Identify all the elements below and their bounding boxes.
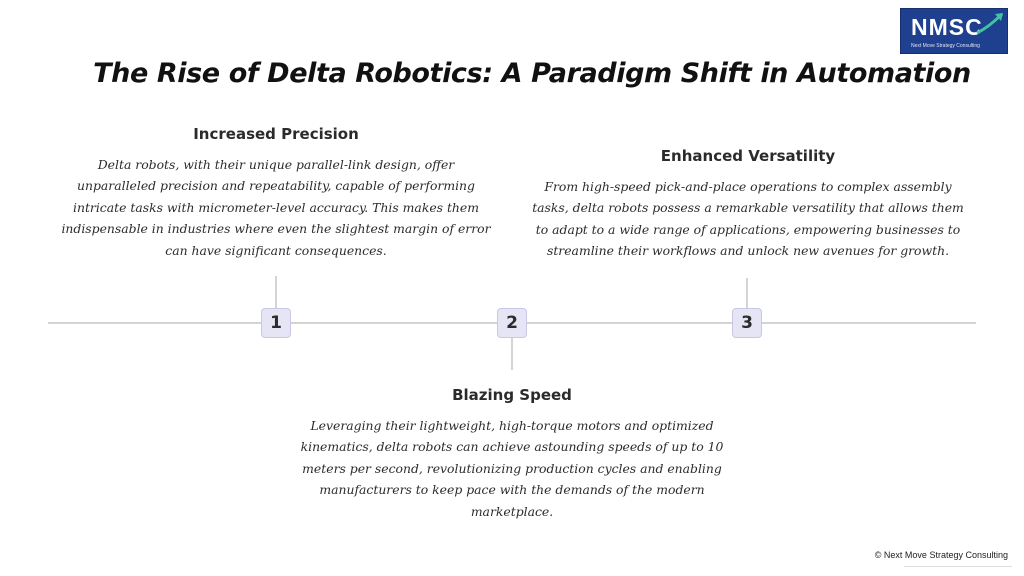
connector-3 (746, 278, 748, 308)
milestone-marker-3: 3 (732, 308, 762, 338)
milestone-heading-2: Blazing Speed (452, 386, 572, 404)
footer-rule (904, 566, 1012, 567)
footer-copyright: © Next Move Strategy Consulting (874, 550, 1008, 560)
swoosh-icon (976, 12, 1004, 35)
milestone-body-2: Leveraging their lightweight, high-torqu… (300, 418, 724, 519)
connector-1 (275, 276, 277, 308)
milestone-marker-1: 1 (261, 308, 291, 338)
nmsc-logo: NMSC Next Move Strategy Consulting (900, 8, 1008, 54)
milestone-marker-2: 2 (497, 308, 527, 338)
milestone-heading-3: Enhanced Versatility (660, 147, 836, 165)
milestone-body-3: From high-speed pick-and-place operation… (532, 179, 964, 259)
logo-mark: NMSC (911, 14, 983, 40)
milestone-heading-1: Increased Precision (193, 125, 359, 143)
slide-title: The Rise of Delta Robotics: A Paradigm S… (93, 58, 971, 89)
connector-2 (511, 337, 513, 370)
milestone-body-1: Delta robots, with their unique parallel… (61, 157, 491, 258)
logo-tagline: Next Move Strategy Consulting (911, 43, 980, 49)
